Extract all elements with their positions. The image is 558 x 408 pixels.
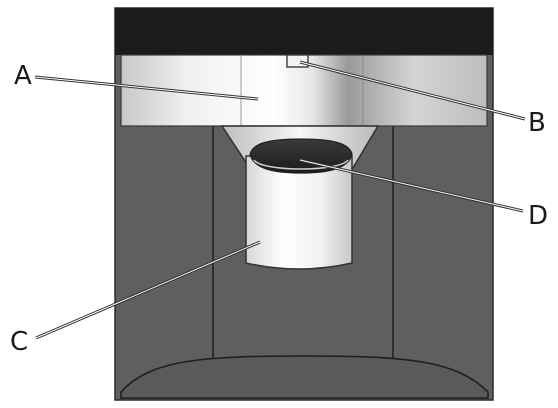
top-band: [115, 8, 493, 55]
label-a: A: [14, 61, 32, 91]
label-b: B: [528, 108, 546, 138]
label-d: D: [528, 201, 548, 231]
sensor-icon: [287, 55, 308, 67]
label-c: C: [10, 327, 28, 357]
